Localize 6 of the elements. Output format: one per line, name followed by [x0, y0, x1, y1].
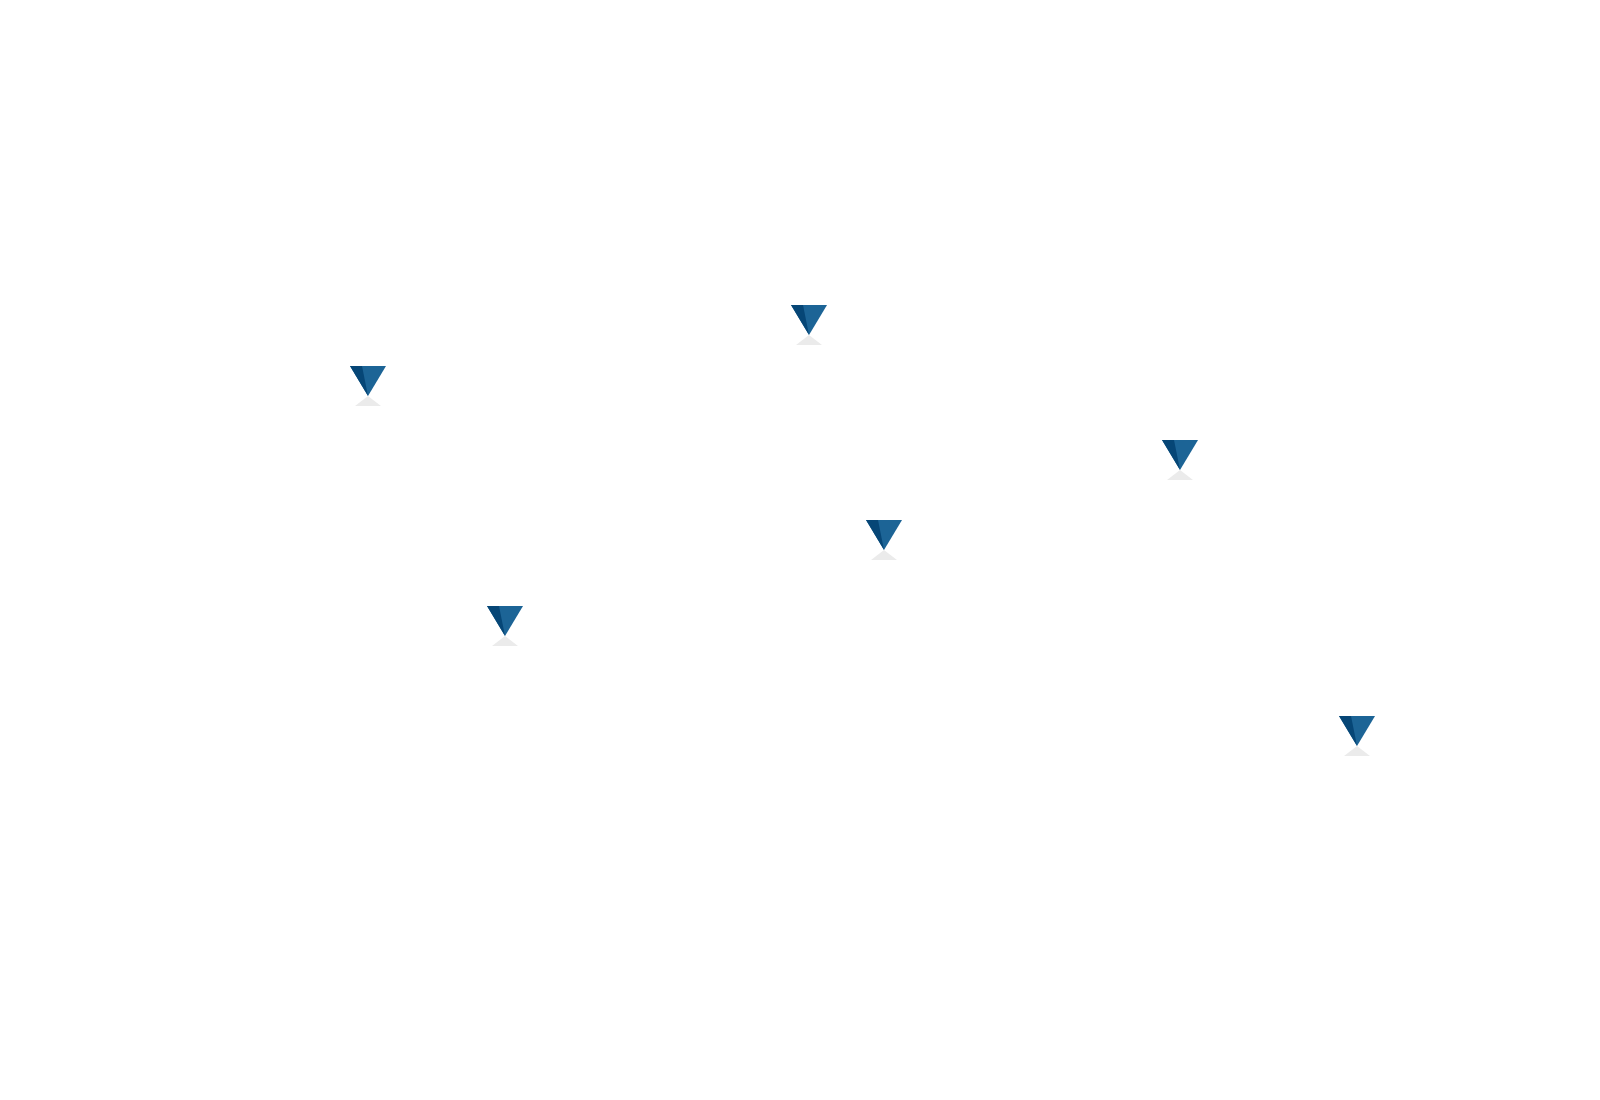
- marker-triangle: [1339, 716, 1375, 756]
- marker-triangle: [487, 606, 523, 646]
- marker-triangle: [350, 366, 386, 406]
- marker-triangle: [1162, 440, 1198, 480]
- marker-triangle: [866, 520, 902, 560]
- marker-triangle: [791, 305, 827, 345]
